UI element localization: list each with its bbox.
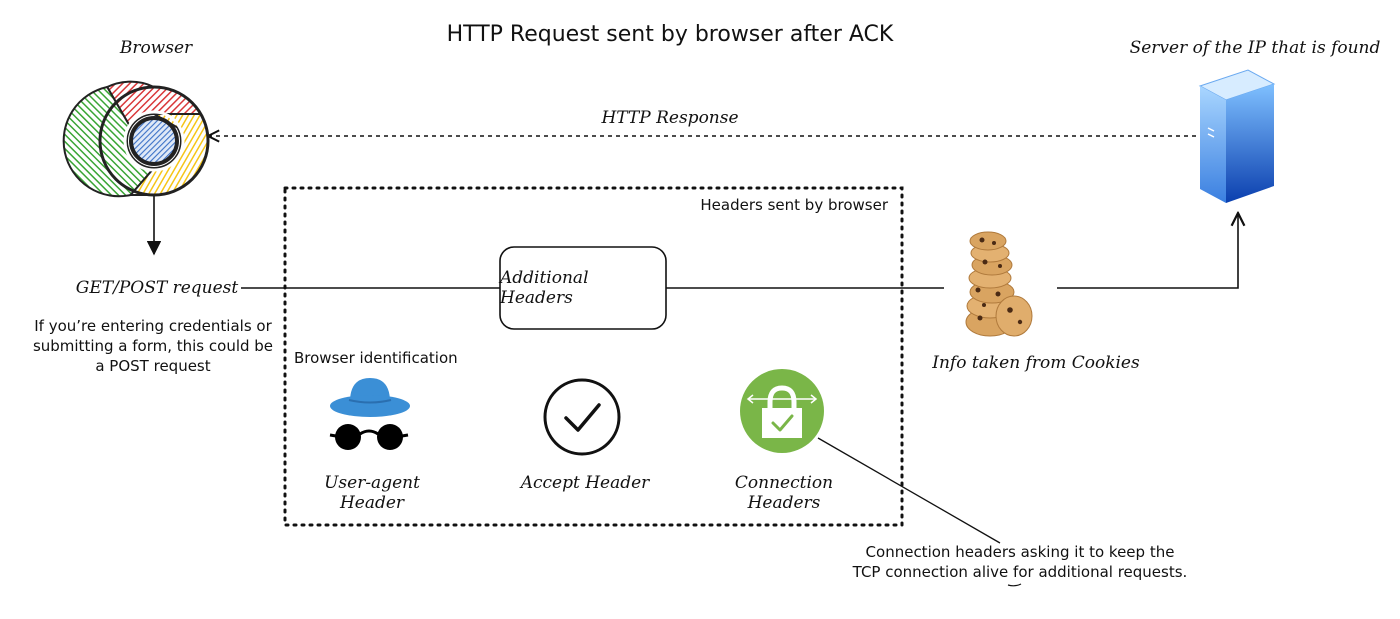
cookies-label: Info taken from Cookies: [932, 353, 1140, 373]
connection-note-leader: [817, 437, 1001, 544]
browser-identification-label: Browser identification: [294, 349, 458, 367]
cookies-to-server-arrow: [1057, 213, 1238, 289]
browser-label: Browser: [119, 38, 193, 58]
stray-mark: [1007, 583, 1022, 587]
additional-headers-box: [499, 246, 667, 330]
incognito-icon: [329, 378, 410, 450]
server-label: Server of the IP that is found: [1129, 38, 1381, 58]
accept-header-label: Accept Header: [520, 473, 650, 493]
http-response-label: HTTP Response: [601, 108, 739, 128]
checkmark-circle-icon: [543, 378, 621, 456]
connection-note: Connection headers asking it to keep the…: [852, 543, 1188, 581]
cookies-icon: [965, 231, 1033, 337]
request-note: If you’re entering credentials or submit…: [32, 317, 274, 375]
headers-group-label: Headers sent by browser: [700, 196, 888, 214]
user-agent-header-label: User-agent Header: [324, 473, 420, 513]
headers-group-box: [283, 186, 904, 527]
lock-icon: [740, 369, 824, 453]
connection-headers-label: Connection Headers: [734, 473, 834, 513]
diagram-title: HTTP Request sent by browser after ACK: [446, 22, 894, 47]
additional-headers-label: Additional Headers: [500, 268, 589, 308]
server-icon: [1198, 69, 1276, 203]
request-label: GET/POST request: [75, 278, 239, 298]
chrome-icon: [62, 80, 210, 198]
